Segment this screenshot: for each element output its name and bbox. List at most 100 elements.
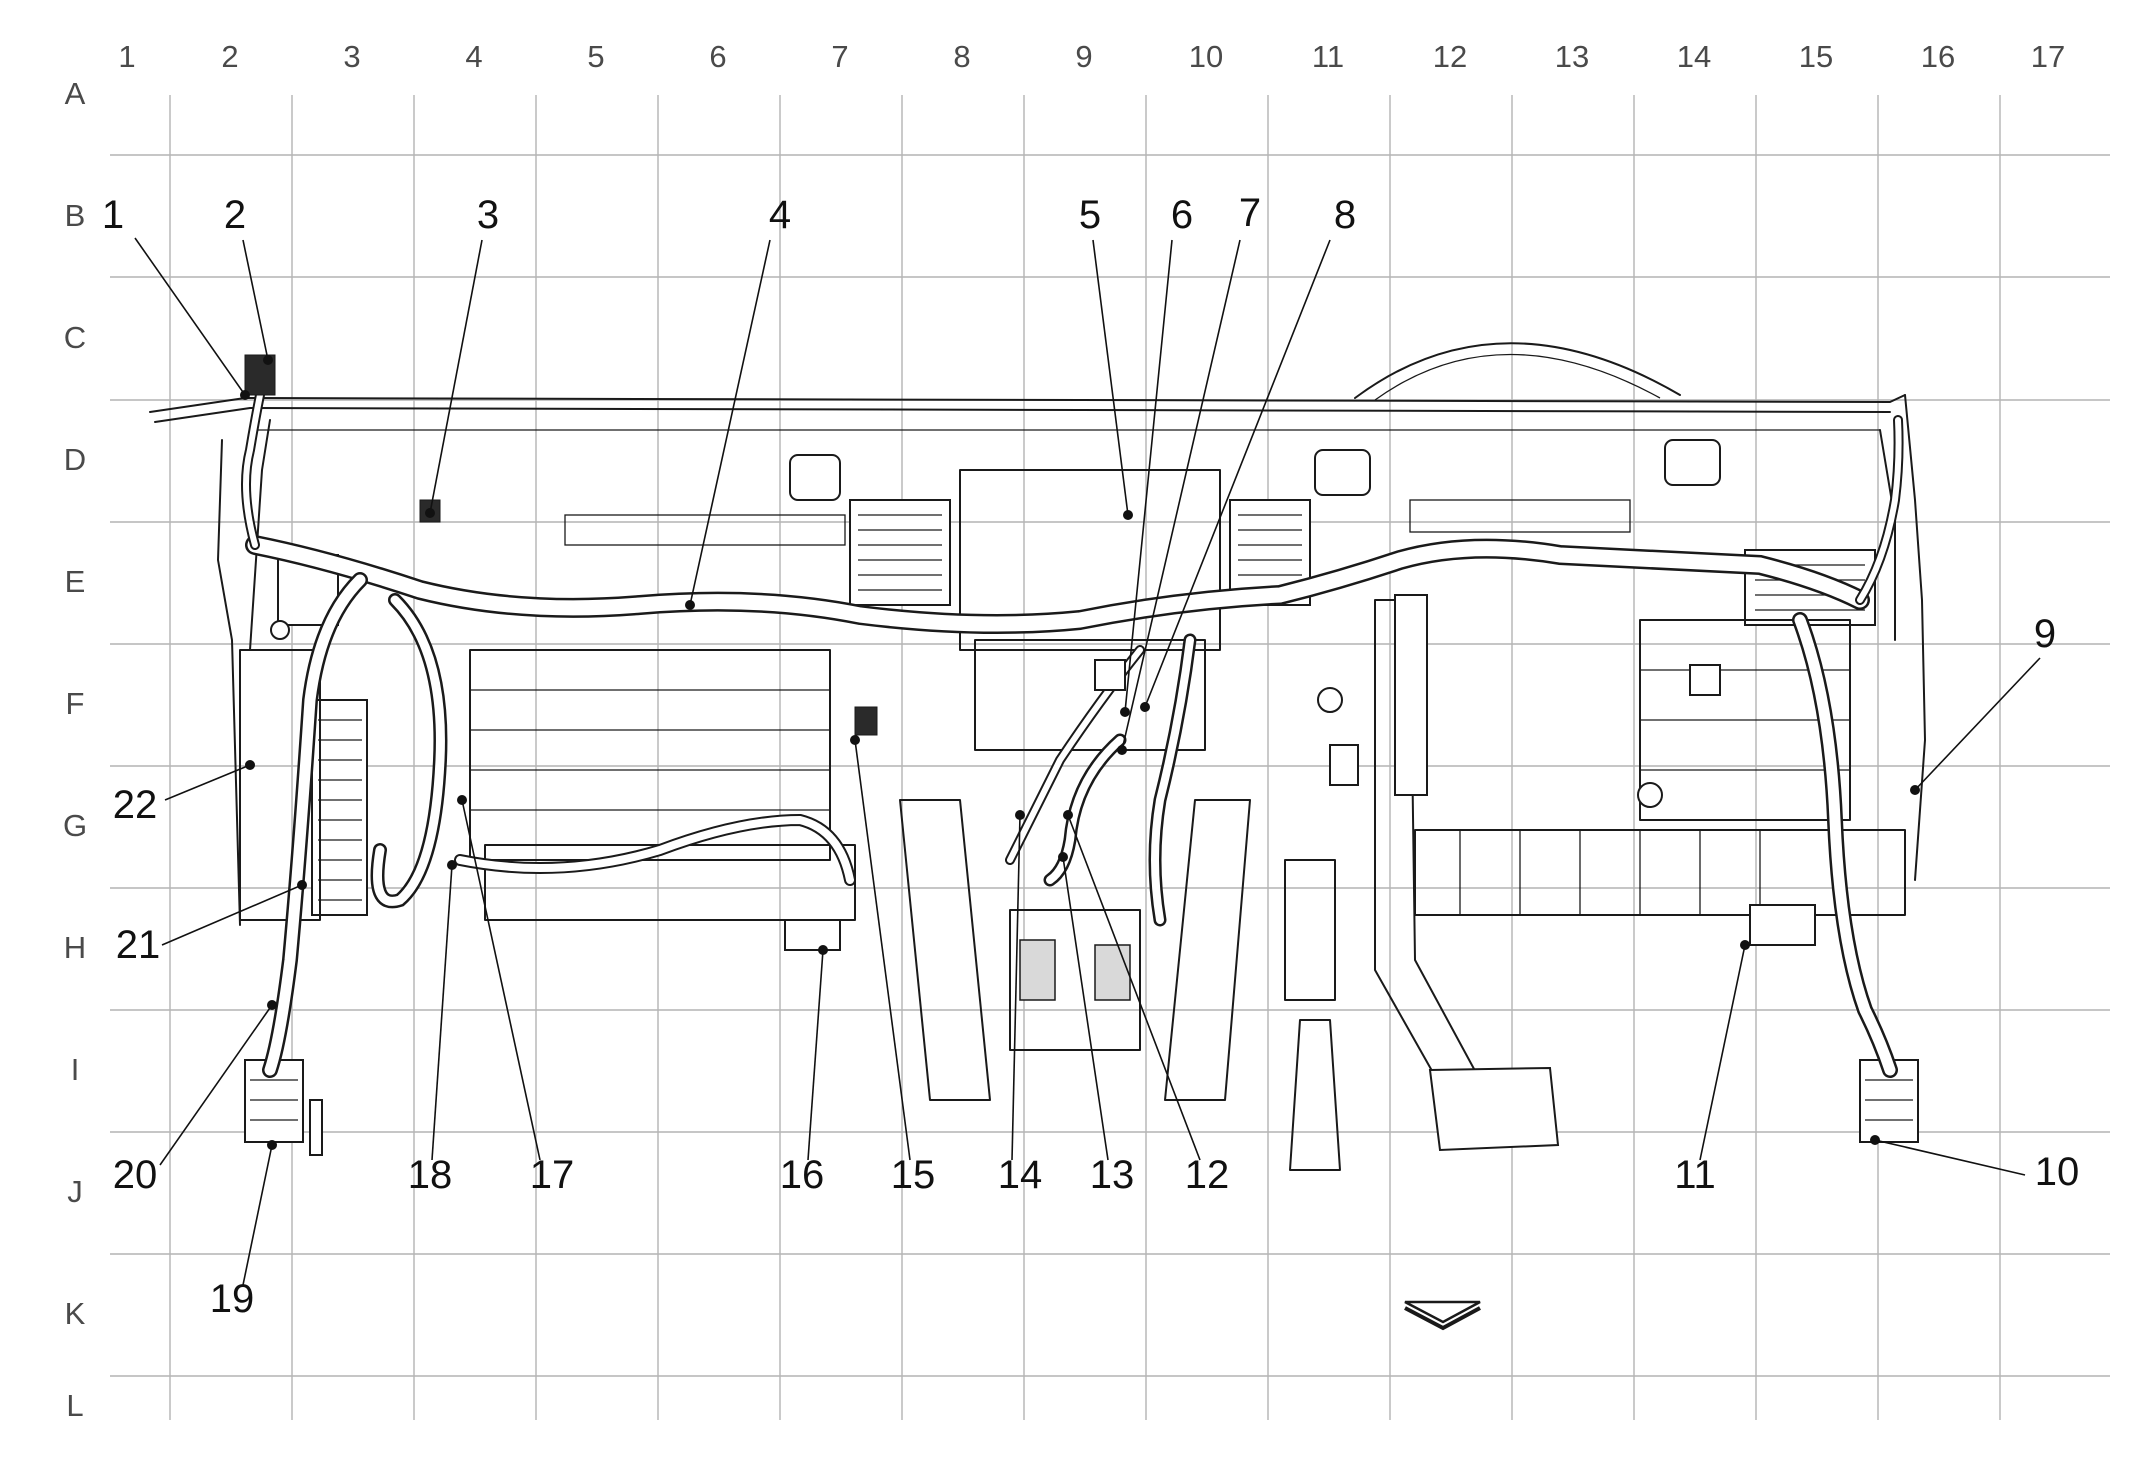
callout-label-13: 13 bbox=[1090, 1153, 1135, 1197]
callout-label-8: 8 bbox=[1334, 193, 1356, 237]
glovebox-ribs bbox=[470, 689, 830, 811]
callout-label-15: 15 bbox=[891, 1153, 936, 1197]
callout-leader-15 bbox=[854, 739, 911, 1161]
callout-leader-4 bbox=[689, 239, 771, 606]
grid-row-label: K bbox=[65, 1296, 86, 1331]
callout-dot-13 bbox=[1058, 852, 1068, 862]
grid-column-label: 1 bbox=[118, 39, 135, 74]
callout-leader-10 bbox=[1874, 1139, 2026, 1176]
instrument-panel-drawing bbox=[149, 342, 1926, 1171]
callout-label-1: 1 bbox=[102, 193, 124, 237]
callout-label-4: 4 bbox=[769, 193, 791, 237]
grid-row-label: A bbox=[65, 76, 86, 111]
callout-dot-20 bbox=[267, 1000, 277, 1010]
grid-column-label: 3 bbox=[343, 39, 360, 74]
grid-row-label: H bbox=[64, 930, 86, 965]
callout-dot-21 bbox=[297, 880, 307, 890]
callout-label-9: 9 bbox=[2034, 612, 2056, 656]
callout-leader-18 bbox=[431, 864, 453, 1161]
grid-column-label: 6 bbox=[709, 39, 726, 74]
grid-column-label: 5 bbox=[587, 39, 604, 74]
callout-dot-10 bbox=[1870, 1135, 1880, 1145]
callout-leader-16 bbox=[807, 949, 824, 1161]
callout-label-18: 18 bbox=[408, 1153, 453, 1197]
callout-dot-16 bbox=[818, 945, 828, 955]
grid-column-label: 14 bbox=[1677, 39, 1711, 74]
callout-dot-7 bbox=[1117, 745, 1127, 755]
callout-dot-11 bbox=[1740, 940, 1750, 950]
harness-connectors bbox=[244, 354, 1721, 808]
grid-row-label: D bbox=[64, 442, 86, 477]
callout-label-19: 19 bbox=[210, 1277, 255, 1321]
callout-label-14: 14 bbox=[998, 1153, 1043, 1197]
callout-label-16: 16 bbox=[780, 1153, 825, 1197]
callout-label-6: 6 bbox=[1171, 193, 1193, 237]
callout-leader-3 bbox=[429, 239, 483, 514]
callout-label-10: 10 bbox=[2035, 1150, 2080, 1194]
wiring-harness bbox=[241, 390, 1904, 1078]
callout-label-11: 11 bbox=[1674, 1153, 1716, 1197]
callout-leader-11 bbox=[1699, 944, 1746, 1161]
callout-leader-14 bbox=[1011, 814, 1021, 1161]
callout-leader-6 bbox=[1124, 239, 1173, 713]
callout-label-20: 20 bbox=[113, 1153, 158, 1197]
callout-dot-1 bbox=[240, 390, 250, 400]
callout-label-22: 22 bbox=[113, 783, 158, 827]
grid-column-label: 10 bbox=[1189, 39, 1223, 74]
callout-leader-13 bbox=[1062, 856, 1109, 1161]
grid-column-label: 15 bbox=[1799, 39, 1833, 74]
grid-column-label: 13 bbox=[1555, 39, 1589, 74]
grid-column-label: 4 bbox=[465, 39, 482, 74]
callout-dot-17 bbox=[457, 795, 467, 805]
callout-label-17: 17 bbox=[530, 1153, 575, 1197]
callout-dot-4 bbox=[685, 600, 695, 610]
grid-column-label: 2 bbox=[221, 39, 238, 74]
callout-dot-5 bbox=[1123, 510, 1133, 520]
vent-slats-right bbox=[1238, 514, 1302, 591]
callout-leader-2 bbox=[242, 239, 269, 361]
callout-dot-3 bbox=[425, 508, 435, 518]
grid-column-label: 12 bbox=[1433, 39, 1467, 74]
grid-column-label: 11 bbox=[1312, 39, 1344, 74]
grid-column-label: 8 bbox=[953, 39, 970, 74]
vent-slats-left bbox=[858, 514, 942, 591]
grid-column-label: 16 bbox=[1921, 39, 1955, 74]
callout-leader-12 bbox=[1067, 814, 1201, 1161]
grid-row-label: J bbox=[67, 1174, 83, 1209]
callout-dot-18 bbox=[447, 860, 457, 870]
callout-leader-20 bbox=[159, 1004, 273, 1166]
callout-dot-9 bbox=[1910, 785, 1920, 795]
callout-leader-19 bbox=[242, 1144, 273, 1286]
callout-dot-22 bbox=[245, 760, 255, 770]
callout-label-2: 2 bbox=[224, 193, 246, 237]
callout-leader-7 bbox=[1121, 239, 1241, 751]
grid-row-label: E bbox=[65, 564, 86, 599]
grid-column-label: 17 bbox=[2031, 39, 2065, 74]
callout-label-3: 3 bbox=[477, 193, 499, 237]
grid-column-label: 7 bbox=[831, 39, 848, 74]
callout-leader-9 bbox=[1914, 657, 2041, 791]
callout-leader-8 bbox=[1144, 239, 1331, 708]
grid-row-label: L bbox=[66, 1388, 83, 1423]
grid-row-label: B bbox=[65, 198, 86, 233]
callout-dot-8 bbox=[1140, 702, 1150, 712]
grid-row-label: F bbox=[66, 686, 85, 721]
callout-leader-22 bbox=[164, 764, 251, 801]
callout-label-7: 7 bbox=[1239, 191, 1261, 235]
callout-dot-6 bbox=[1120, 707, 1130, 717]
callout-leader-1 bbox=[134, 237, 246, 396]
callout-dot-15 bbox=[850, 735, 860, 745]
callout-dot-12 bbox=[1063, 810, 1073, 820]
grid-row-label: C bbox=[64, 320, 86, 355]
down-arrow-icon bbox=[1404, 1300, 1481, 1331]
callout-label-12: 12 bbox=[1185, 1153, 1230, 1197]
callout-label-5: 5 bbox=[1079, 193, 1101, 237]
callout-dot-2 bbox=[263, 355, 273, 365]
grid-row-label: G bbox=[63, 808, 87, 843]
grid-column-label: 9 bbox=[1075, 39, 1092, 74]
